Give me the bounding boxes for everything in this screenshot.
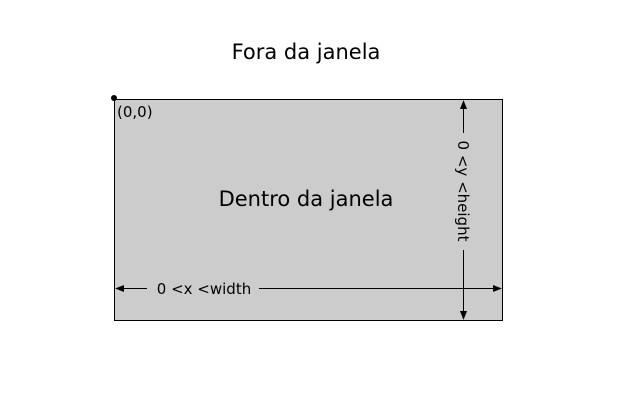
y-range-label: 0 <y <height (454, 141, 472, 242)
origin-point (111, 95, 117, 101)
outside-window-label: Fora da janela (232, 40, 381, 64)
window-area (114, 99, 503, 321)
origin-label: (0,0) (117, 103, 153, 121)
x-range-label: 0 <x <width (157, 280, 251, 298)
inside-window-label: Dentro da janela (219, 187, 394, 211)
